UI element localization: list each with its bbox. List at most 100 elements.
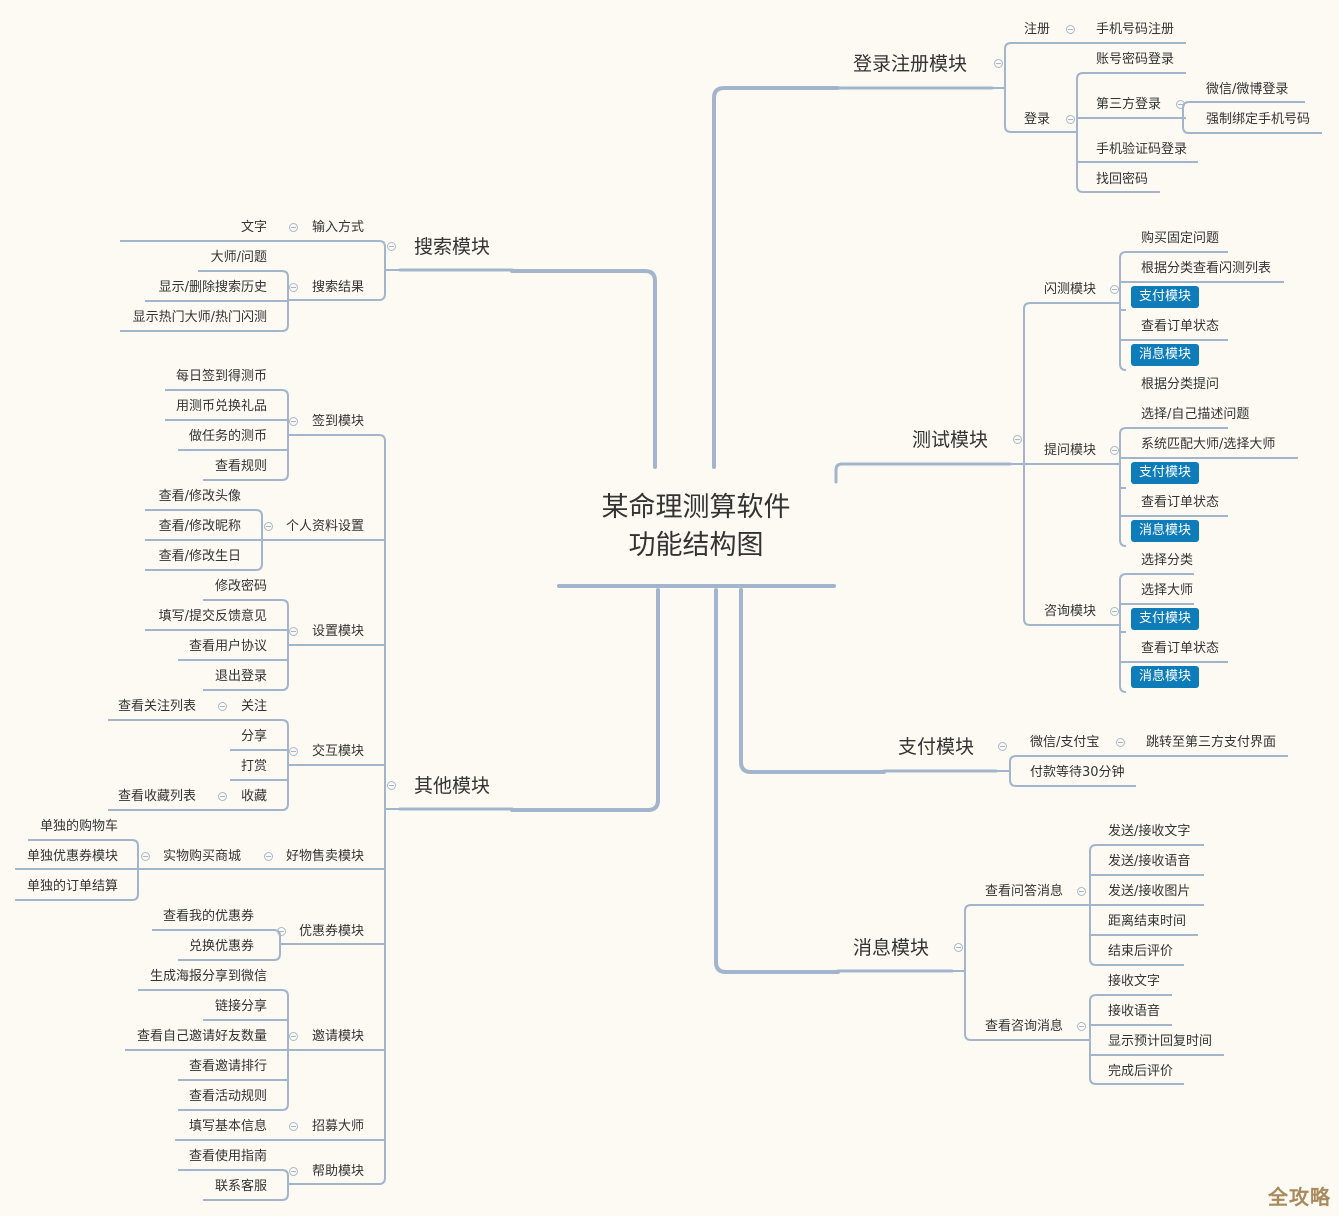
- collapse-icon[interactable]: [1077, 1022, 1086, 1031]
- branch-other[interactable]: 其他模块: [414, 775, 491, 797]
- node-send-image[interactable]: 发送/接收图片: [1108, 884, 1191, 899]
- node-third-party-login[interactable]: 第三方登录: [1096, 97, 1162, 112]
- collapse-icon[interactable]: [1066, 25, 1075, 34]
- collapse-icon[interactable]: [387, 781, 396, 790]
- node-basic-info[interactable]: 填写基本信息: [188, 1119, 267, 1134]
- node-order-status[interactable]: 查看订单状态: [1141, 641, 1220, 656]
- node-follow-list[interactable]: 查看关注列表: [117, 699, 196, 714]
- node-change-password[interactable]: 修改密码: [214, 579, 267, 594]
- collapse-icon[interactable]: [289, 1122, 298, 1131]
- node-payment-link[interactable]: 支付模块: [1131, 608, 1200, 630]
- node-send-text[interactable]: 发送/接收文字: [1108, 824, 1191, 839]
- node-profile-settings[interactable]: 个人资料设置: [286, 519, 365, 534]
- node-logout[interactable]: 退出登录: [214, 669, 267, 684]
- node-third-party-pay[interactable]: 跳转至第三方支付界面: [1146, 735, 1277, 750]
- node-rate-after-end[interactable]: 结束后评价: [1108, 944, 1174, 959]
- node-activity-rules[interactable]: 查看活动规则: [188, 1089, 267, 1104]
- node-invite[interactable]: 邀请模块: [312, 1029, 365, 1044]
- node-coupon[interactable]: 优惠券模块: [299, 924, 365, 939]
- node-qa-messages[interactable]: 查看问答消息: [985, 884, 1064, 899]
- node-redeem-coupon[interactable]: 兑换优惠券: [188, 939, 254, 954]
- node-sms-login[interactable]: 手机验证码登录: [1096, 142, 1188, 157]
- node-help[interactable]: 帮助模块: [312, 1164, 365, 1179]
- collapse-icon[interactable]: [141, 852, 150, 861]
- collapse-icon[interactable]: [1110, 607, 1119, 616]
- node-edit-nickname[interactable]: 查看/修改昵称: [158, 519, 241, 534]
- node-view-rules[interactable]: 查看规则: [214, 459, 267, 474]
- node-select-master[interactable]: 选择大师: [1141, 583, 1194, 598]
- node-message-link[interactable]: 消息模块: [1131, 520, 1200, 542]
- node-shopping-cart[interactable]: 单独的购物车: [39, 819, 118, 834]
- node-message-link[interactable]: 消息模块: [1131, 344, 1200, 366]
- node-ask-by-category[interactable]: 根据分类提问: [1141, 377, 1220, 392]
- collapse-icon[interactable]: [1176, 100, 1185, 109]
- node-physical-mall[interactable]: 实物购买商城: [163, 849, 242, 864]
- node-send-voice[interactable]: 发送/接收语音: [1108, 854, 1191, 869]
- node-recruit-master[interactable]: 招募大师: [312, 1119, 365, 1134]
- collapse-icon[interactable]: [289, 283, 298, 292]
- node-invite-ranking[interactable]: 查看邀请排行: [188, 1059, 267, 1074]
- node-coupon-module-standalone[interactable]: 单独优惠券模块: [26, 849, 118, 864]
- node-phone-register[interactable]: 手机号码注册: [1096, 22, 1175, 37]
- node-order-checkout[interactable]: 单独的订单结算: [26, 879, 118, 894]
- collapse-icon[interactable]: [264, 852, 273, 861]
- collapse-icon[interactable]: [218, 702, 227, 711]
- node-contact-support[interactable]: 联系客服: [214, 1179, 267, 1194]
- node-input-method[interactable]: 输入方式: [312, 220, 365, 235]
- node-ask[interactable]: 提问模块: [1044, 443, 1097, 458]
- collapse-icon[interactable]: [1110, 285, 1119, 294]
- collapse-icon[interactable]: [289, 417, 298, 426]
- node-rate-after-done[interactable]: 完成后评价: [1108, 1064, 1174, 1079]
- node-account-login[interactable]: 账号密码登录: [1096, 52, 1175, 67]
- collapse-icon[interactable]: [264, 522, 273, 531]
- node-user-agreement[interactable]: 查看用户协议: [188, 639, 267, 654]
- node-poster-share[interactable]: 生成海报分享到微信: [149, 969, 267, 984]
- node-hot-masters[interactable]: 显示热门大师/热门闪测: [132, 310, 267, 325]
- node-login[interactable]: 登录: [1024, 112, 1051, 127]
- node-wechat-alipay[interactable]: 微信/支付宝: [1030, 735, 1100, 750]
- node-message-link[interactable]: 消息模块: [1131, 666, 1200, 688]
- node-view-flash-list[interactable]: 根据分类查看闪测列表: [1141, 261, 1272, 276]
- node-select-category[interactable]: 选择分类: [1141, 553, 1194, 568]
- node-search-results[interactable]: 搜索结果: [312, 280, 365, 295]
- branch-login[interactable]: 登录注册模块: [853, 53, 968, 75]
- node-edit-avatar[interactable]: 查看/修改头像: [158, 489, 241, 504]
- node-text-input[interactable]: 文字: [240, 220, 267, 235]
- node-task-coins[interactable]: 做任务的测币: [188, 429, 267, 444]
- collapse-icon[interactable]: [998, 742, 1007, 751]
- node-payment-link[interactable]: 支付模块: [1131, 462, 1200, 484]
- node-consult-messages[interactable]: 查看咨询消息: [985, 1019, 1064, 1034]
- root-topic[interactable]: 某命理测算软件 功能结构图: [560, 489, 832, 565]
- collapse-icon[interactable]: [289, 1032, 298, 1041]
- branch-search[interactable]: 搜索模块: [414, 236, 491, 258]
- node-user-guide[interactable]: 查看使用指南: [188, 1149, 267, 1164]
- node-daily-checkin[interactable]: 每日签到得测币: [175, 369, 267, 384]
- node-match-master[interactable]: 系统匹配大师/选择大师: [1141, 437, 1276, 452]
- node-goods-sales[interactable]: 好物售卖模块: [286, 849, 365, 864]
- node-follow[interactable]: 关注: [240, 699, 267, 714]
- node-master-question[interactable]: 大师/问题: [210, 250, 267, 265]
- collapse-icon[interactable]: [289, 627, 298, 636]
- collapse-icon[interactable]: [387, 242, 396, 251]
- node-link-share[interactable]: 链接分享: [214, 999, 267, 1014]
- node-favorite-list[interactable]: 查看收藏列表: [117, 789, 196, 804]
- node-describe-question[interactable]: 选择/自己描述问题: [1141, 407, 1250, 422]
- node-my-coupons[interactable]: 查看我的优惠券: [162, 909, 254, 924]
- collapse-icon[interactable]: [277, 927, 286, 936]
- node-bind-phone[interactable]: 强制绑定手机号码: [1206, 112, 1311, 127]
- node-invite-count[interactable]: 查看自己邀请好友数量: [136, 1029, 267, 1044]
- node-time-remaining[interactable]: 距离结束时间: [1108, 914, 1187, 929]
- node-share[interactable]: 分享: [240, 729, 267, 744]
- node-pay-wait[interactable]: 付款等待30分钟: [1030, 765, 1125, 780]
- node-consult[interactable]: 咨询模块: [1044, 604, 1097, 619]
- node-receive-voice[interactable]: 接收语音: [1108, 1004, 1161, 1019]
- node-register[interactable]: 注册: [1024, 22, 1051, 37]
- collapse-icon[interactable]: [1013, 435, 1022, 444]
- collapse-icon[interactable]: [289, 223, 298, 232]
- node-payment-link[interactable]: 支付模块: [1131, 286, 1200, 308]
- branch-test[interactable]: 测试模块: [912, 429, 989, 451]
- node-wechat-weibo-login[interactable]: 微信/微博登录: [1206, 82, 1289, 97]
- node-flash-test[interactable]: 闪测模块: [1044, 282, 1097, 297]
- collapse-icon[interactable]: [289, 747, 298, 756]
- collapse-icon[interactable]: [1077, 887, 1086, 896]
